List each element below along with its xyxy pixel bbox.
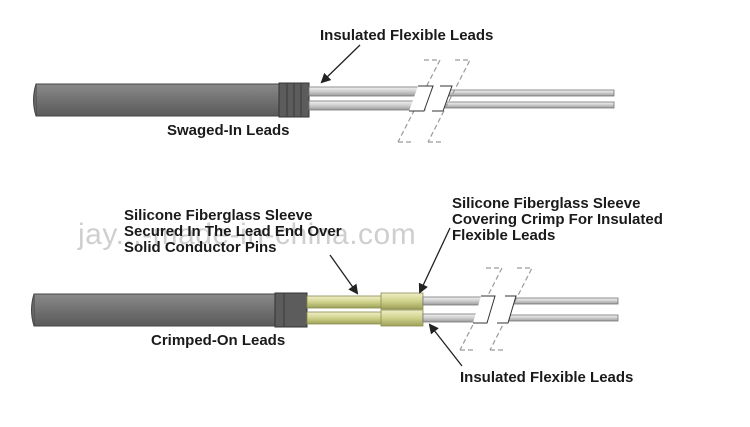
label-bottom-insulated-leads: Insulated Flexible Leads <box>460 369 634 386</box>
sleeve-upper-crimp <box>380 292 424 310</box>
label-sleeve-covering-crimp: Silicone Fiberglass Sleeve Covering Crim… <box>452 195 663 244</box>
lead-wire-lower-right <box>441 101 615 109</box>
lead-wire-lower-left <box>308 100 426 111</box>
leads-arrow <box>428 323 463 367</box>
lead-wire-upper-left <box>422 296 488 306</box>
sleeve-lower-inner <box>306 311 386 325</box>
lead-wire-upper-right <box>507 297 619 305</box>
lead-wire-lower-right <box>507 314 619 322</box>
sleeve-left-arrow <box>329 254 359 295</box>
heater-end-left <box>31 293 35 327</box>
break-symbol <box>459 267 533 351</box>
leads-arrow <box>320 44 361 84</box>
label-sleeve-secured: Silicone Fiberglass Sleeve Secured In Th… <box>124 207 342 256</box>
watermark: jay...-made-in-china.com <box>78 218 417 251</box>
sleeve-lower-crimp <box>380 309 424 327</box>
heater-end-left <box>33 83 37 117</box>
break-symbol <box>397 59 471 143</box>
label-top-insulated-leads: Insulated Flexible Leads <box>320 27 494 44</box>
heater-body <box>35 83 289 117</box>
crimped-heater <box>31 227 619 367</box>
heater-body <box>33 293 285 327</box>
label-swaged-in-leads: Swaged-In Leads <box>167 122 290 139</box>
lead-wire-upper-left <box>308 86 426 97</box>
sleeve-right-arrow <box>418 227 451 294</box>
swaged-heater <box>33 44 615 143</box>
sleeve-upper-inner <box>306 295 386 309</box>
lead-wire-upper-right <box>441 89 615 97</box>
label-crimped-on-leads: Crimped-On Leads <box>151 332 286 349</box>
heater-collar <box>274 292 308 328</box>
